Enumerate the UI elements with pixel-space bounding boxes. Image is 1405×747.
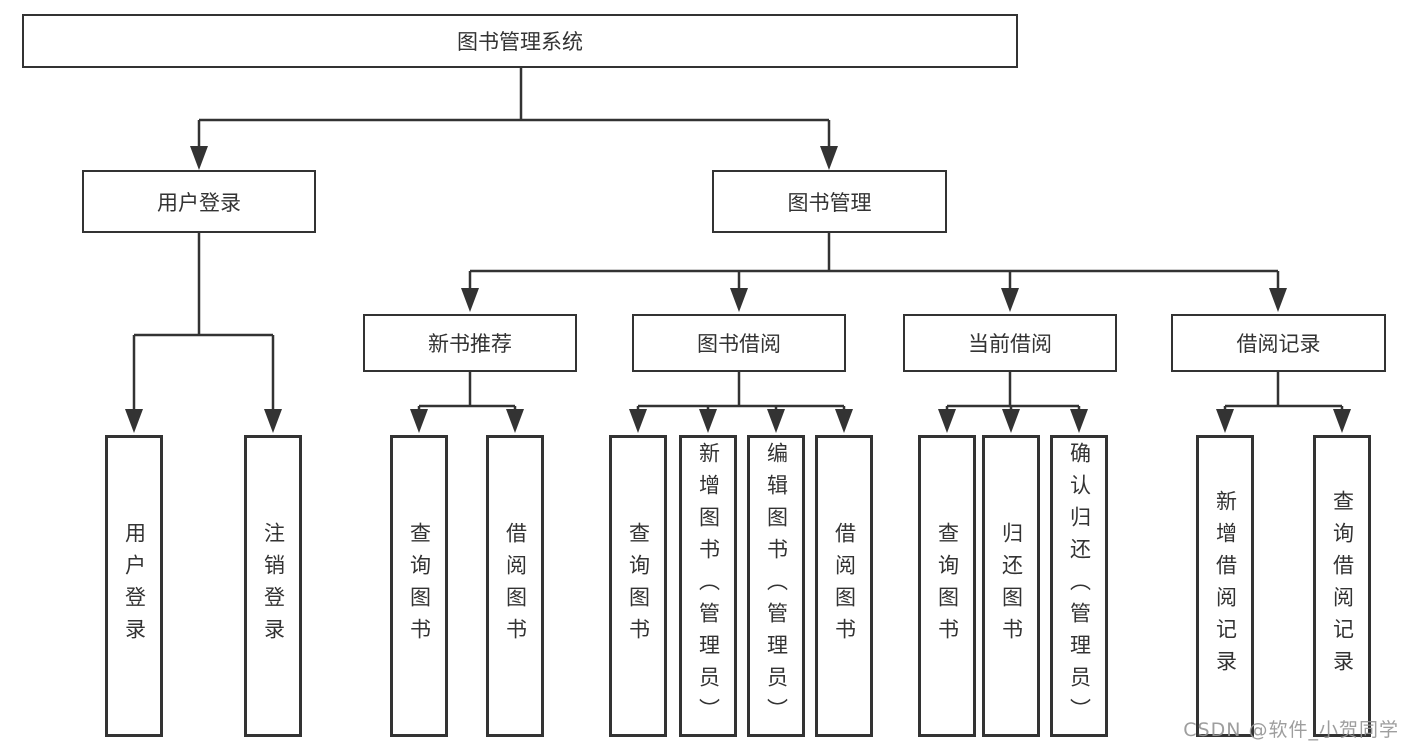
node-current-borrow: 当前借阅 — [903, 314, 1117, 372]
node-new-book-recommend: 新书推荐 — [363, 314, 577, 372]
leaf-cb-return-book: 归还图书 — [982, 435, 1040, 737]
leaf-user-login-label: 用户登录 — [122, 522, 147, 650]
leaf-bb-edit-book-label: 编辑图书（管理员） — [764, 442, 789, 730]
leaf-cb-query-book: 查询图书 — [918, 435, 976, 737]
leaf-nb-borrow-book: 借阅图书 — [486, 435, 544, 737]
node-user-login: 用户登录 — [82, 170, 316, 233]
leaf-br-query-record-label: 查询借阅记录 — [1330, 490, 1355, 682]
node-book-borrow: 图书借阅 — [632, 314, 846, 372]
node-root: 图书管理系统 — [22, 14, 1018, 68]
leaf-br-add-record: 新增借阅记录 — [1196, 435, 1254, 737]
leaf-br-add-record-label: 新增借阅记录 — [1213, 490, 1238, 682]
leaf-user-login: 用户登录 — [105, 435, 163, 737]
leaf-nb-query-book-label: 查询图书 — [407, 522, 432, 650]
leaf-cb-query-book-label: 查询图书 — [935, 522, 960, 650]
leaf-bb-borrow-book-label: 借阅图书 — [832, 522, 857, 650]
leaf-br-query-record: 查询借阅记录 — [1313, 435, 1371, 737]
leaf-nb-borrow-book-label: 借阅图书 — [503, 522, 528, 650]
node-borrow-record: 借阅记录 — [1171, 314, 1386, 372]
leaf-bb-add-book: 新增图书（管理员） — [679, 435, 737, 737]
leaf-bb-borrow-book: 借阅图书 — [815, 435, 873, 737]
leaf-bb-edit-book: 编辑图书（管理员） — [747, 435, 805, 737]
watermark: CSDN @软件_小贺同学 — [1183, 719, 1399, 741]
node-book-management: 图书管理 — [712, 170, 947, 233]
leaf-logout-label: 注销登录 — [261, 522, 286, 650]
leaf-cb-return-book-label: 归还图书 — [999, 522, 1024, 650]
leaf-cb-confirm-return-label: 确认归还（管理员） — [1067, 442, 1092, 730]
leaf-bb-query-book: 查询图书 — [609, 435, 667, 737]
leaf-nb-query-book: 查询图书 — [390, 435, 448, 737]
leaf-logout: 注销登录 — [244, 435, 302, 737]
leaf-cb-confirm-return: 确认归还（管理员） — [1050, 435, 1108, 737]
leaf-bb-query-book-label: 查询图书 — [626, 522, 651, 650]
leaf-bb-add-book-label: 新增图书（管理员） — [696, 442, 721, 730]
